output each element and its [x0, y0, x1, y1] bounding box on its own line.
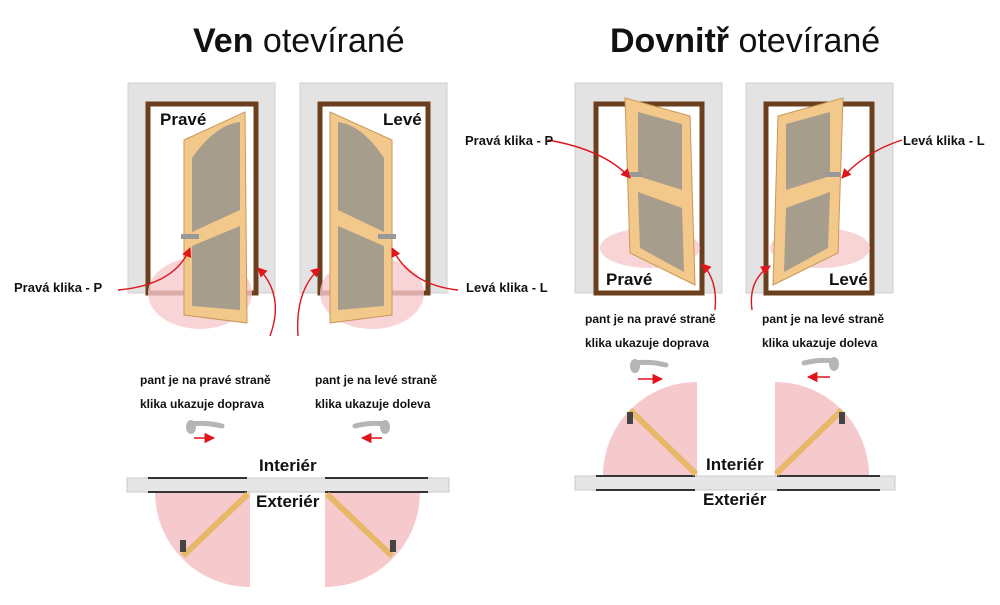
handle-icon-right-outward [186, 420, 225, 444]
direction-arrow-icon [296, 267, 321, 337]
door-handle-icon [390, 540, 396, 552]
note-line: klika ukazuje doleva [315, 397, 431, 411]
note-left-inward: pant je na levé straně klika ukazuje dol… [762, 307, 884, 355]
door-glass-top [338, 122, 384, 232]
door-handle-icon [839, 412, 845, 424]
title-inward: Dovnitř otevírané [610, 22, 880, 61]
door-handle-icon [628, 172, 642, 177]
door-glass-bottom [338, 226, 384, 310]
note-left-outward: pant je na levé straně klika ukazuje dol… [315, 368, 437, 416]
handle-label-left-inward: Levá klika - L [903, 133, 985, 148]
exterior-label-inward: Exteriér [703, 490, 767, 509]
door-glass-bottom [784, 192, 830, 272]
door-inward-right [547, 82, 723, 311]
title-outward-rest: otevírané [253, 22, 405, 60]
door-handle-icon [826, 172, 840, 177]
direction-arrow-icon [547, 139, 631, 179]
note-line: pant je na levé straně [762, 312, 885, 326]
door-outward-right [117, 82, 277, 337]
door-glass-top [638, 112, 682, 190]
handle-label-left-outward: Levá klika - L [466, 280, 548, 295]
door-leaf-plan [324, 491, 395, 559]
door-handle-icon [378, 234, 396, 239]
label-left-outward: Levé [383, 110, 422, 129]
direction-arrow-icon [701, 263, 717, 311]
door-glass-top [192, 122, 240, 232]
direction-arrow-icon [391, 247, 459, 291]
door-handle-icon [627, 412, 633, 424]
title-outward: Ven otevírané [193, 22, 405, 61]
note-line: pant je na pravé straně [140, 373, 271, 387]
plan-outward [126, 477, 450, 587]
note-line: klika ukazuje doprava [585, 336, 710, 350]
door-inward-left [745, 82, 903, 311]
note-line: pant je na levé straně [315, 373, 438, 387]
interior-label-inward: Interiér [706, 455, 764, 474]
door-leaf-plan [627, 407, 699, 477]
note-line: klika ukazuje doleva [762, 336, 878, 350]
label-right-outward: Pravé [160, 110, 207, 129]
door-leaf-plan [180, 491, 251, 559]
direction-arrow-icon [841, 139, 903, 179]
handle-label-right-inward: Pravá klika - P [465, 133, 554, 148]
note-right-inward: pant je na pravé straně klika ukazuje do… [585, 307, 716, 355]
handle-icon-left-outward [352, 420, 390, 444]
door-glass-top [786, 112, 830, 190]
direction-arrow-icon [117, 247, 192, 291]
door-glass-bottom [638, 192, 684, 272]
note-line: klika ukazuje doprava [140, 397, 265, 411]
handle-icon-left-inward [801, 357, 839, 383]
note-line: pant je na pravé straně [585, 312, 716, 326]
handle-icon-right-inward [630, 359, 669, 385]
label-left-inward: Levé [829, 270, 868, 289]
door-glass-bottom [192, 226, 240, 310]
title-inward-bold: Dovnitř [610, 22, 729, 60]
handle-label-right-outward: Pravá klika - P [14, 280, 103, 295]
title-inward-rest: otevírané [729, 22, 881, 60]
interior-label-outward: Interiér [259, 456, 317, 475]
direction-arrow-icon [750, 265, 771, 311]
direction-arrow-icon [257, 267, 277, 337]
exterior-label-outward: Exteriér [256, 492, 320, 511]
door-outward-left [296, 82, 459, 337]
door-handle-icon [181, 234, 199, 239]
wall-section [574, 475, 896, 491]
wall-section [126, 477, 450, 493]
label-right-inward: Pravé [606, 270, 653, 289]
door-handle-icon [180, 540, 186, 552]
note-right-outward: pant je na pravé straně klika ukazuje do… [140, 368, 271, 416]
plan-inward [574, 382, 896, 491]
title-outward-bold: Ven [193, 22, 254, 60]
door-leaf-plan [773, 407, 845, 477]
